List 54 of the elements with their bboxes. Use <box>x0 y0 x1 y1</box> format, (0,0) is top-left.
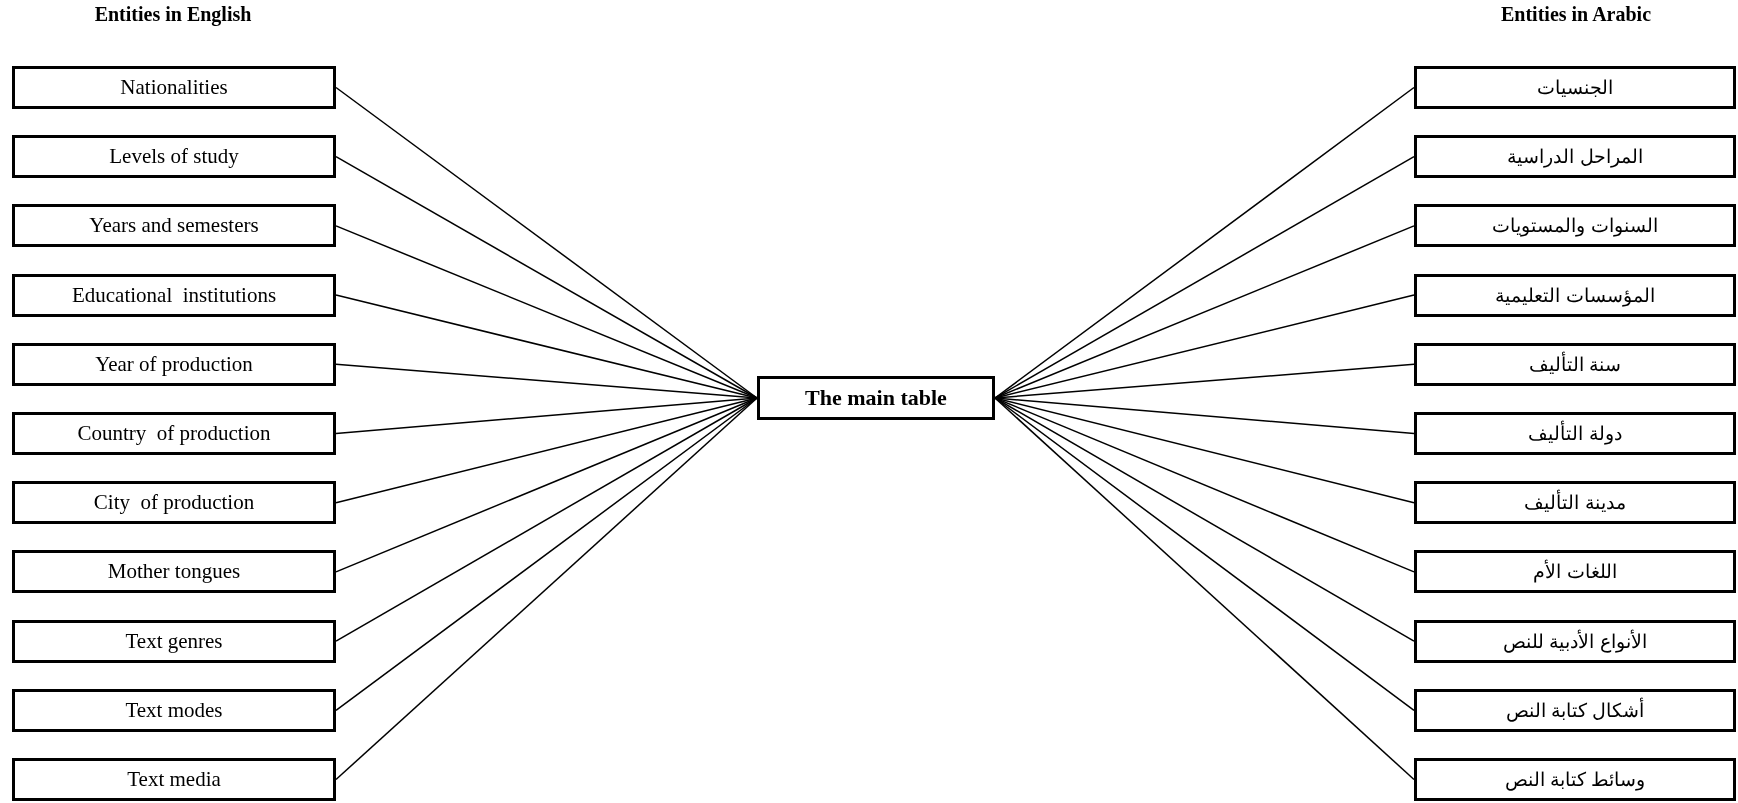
node-label: سنة التأليف <box>1528 352 1622 376</box>
entity-box <box>1414 273 1736 317</box>
node-label: الجنسيات <box>1537 76 1613 99</box>
node-label: Mother tongues <box>107 559 241 585</box>
node-label: اللغات الأم <box>1533 560 1617 584</box>
node-label: City of production <box>93 490 255 516</box>
node-label: مدينة التأليف <box>1524 491 1626 515</box>
node-label: Text genres <box>125 628 223 654</box>
node-label: Levels of study <box>109 144 239 170</box>
connector-line <box>335 86 758 399</box>
entity-box <box>1414 550 1736 594</box>
entity-box <box>12 135 336 179</box>
entity-box <box>12 688 336 732</box>
node-label: Nationalities <box>120 75 228 100</box>
column-heading: Entities in Arabic <box>1501 3 1651 26</box>
entity-box <box>1414 412 1736 455</box>
entity-box <box>1414 688 1736 732</box>
entity-box <box>12 342 336 386</box>
connector-line <box>335 155 758 399</box>
node-label: Text media <box>127 767 221 792</box>
node-label: المؤسسات التعليمية <box>1495 283 1655 307</box>
entity-box <box>12 481 336 525</box>
node-label: Country of production <box>77 421 271 446</box>
node-label: The main table <box>805 385 947 411</box>
entity-box <box>12 273 336 317</box>
connector-line <box>335 397 758 781</box>
node-label: Years and semesters <box>89 213 259 239</box>
entity-box <box>1414 758 1736 801</box>
node-label: Text modes <box>125 697 223 723</box>
connector-line <box>994 86 1415 399</box>
entity-box <box>1414 135 1736 179</box>
node-label: السنوات والمستويات <box>1492 214 1658 238</box>
connector-line <box>994 397 1415 781</box>
entity-box <box>1414 204 1736 248</box>
entity-box <box>12 204 336 248</box>
node-label: الأنواع الأدبية للنص <box>1503 629 1647 653</box>
node-label: وسائط كتابة النص <box>1504 768 1646 791</box>
node-label: المراحل الدراسية <box>1507 145 1643 169</box>
node-label: Year of production <box>95 351 253 377</box>
node-label: دولة التأليف <box>1528 422 1622 445</box>
node-label: أشكال كتابة النص <box>1505 698 1645 722</box>
entity-box <box>12 550 336 594</box>
entity-box <box>1414 481 1736 525</box>
entity-box <box>1414 66 1736 109</box>
entity-box <box>12 758 336 801</box>
main-table-box <box>757 376 995 420</box>
entity-box <box>1414 619 1736 663</box>
connector-line <box>994 155 1415 399</box>
node-label: Educational institutions <box>71 282 277 308</box>
entity-box <box>12 66 336 109</box>
entity-box <box>12 412 336 455</box>
entity-box <box>1414 342 1736 386</box>
entity-box <box>12 619 336 663</box>
column-heading: Entities in English <box>94 3 252 26</box>
